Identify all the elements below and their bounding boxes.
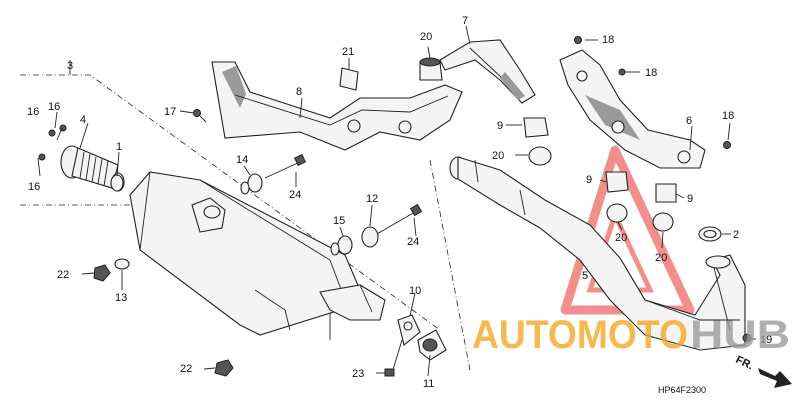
band-and-rubber [397,314,447,361]
callout-15: 15 [333,215,345,227]
rubber-mounts [419,57,674,232]
callout-11: 11 [423,378,434,390]
callout-5: 5 [582,270,588,282]
callout-16: 16 [28,181,40,193]
leader-lines [37,25,756,377]
callout-20: 20 [655,252,667,264]
watermark-automoto: AUTOMOTO [472,313,688,357]
callout-8: 8 [296,86,302,98]
callout-17: 17 [164,106,176,118]
callout-20: 20 [615,232,627,244]
callout-18: 18 [602,34,614,46]
callout-16: 16 [48,101,60,113]
callout-13: 13 [115,292,127,304]
gasket-1 [110,174,124,192]
callout-labels: 3 4 16 16 16 1 17 8 21 20 7 18 18 18 6 9… [27,15,772,390]
callout-10: 10 [409,285,421,297]
muffler [129,171,386,336]
callout-24: 24 [289,189,301,201]
diagram-code: HP64F2300 [658,385,706,395]
callout-4: 4 [80,114,86,126]
exhaust-pipe-5 [449,156,746,351]
callout-9: 9 [497,120,503,132]
heat-shield-8 [211,61,463,151]
callout-9: 9 [687,193,693,205]
callout-2: 2 [733,229,739,241]
callout-14: 14 [236,154,248,166]
callout-18: 18 [722,110,734,122]
callout-21: 21 [342,46,354,58]
watermark-text: AUTOMOTO HUB [472,313,790,357]
callout-24: 24 [407,236,419,248]
fasteners [93,36,752,377]
callout-12: 12 [366,193,378,205]
protector-7 [439,39,536,104]
callout-22: 22 [57,269,69,281]
callout-18: 18 [645,67,657,79]
callout-22: 22 [180,363,192,375]
collars-9 [523,117,677,203]
callout-6: 6 [686,115,692,127]
front-arrow-icon [758,368,792,388]
callout-1: 1 [116,141,122,153]
gaskets [110,174,722,242]
watermark-hub: HUB [690,313,790,357]
callout-7: 7 [462,15,468,27]
front-direction-indicator: FR. [734,354,792,388]
heat-shield-6 [559,49,706,169]
callout-3: 3 [67,60,73,72]
callout-9: 9 [586,174,592,186]
callout-20: 20 [492,150,504,162]
callout-23: 23 [352,368,364,380]
callout-19: 19 [760,334,772,346]
callout-20: 20 [420,31,432,43]
callout-16: 16 [27,106,39,118]
